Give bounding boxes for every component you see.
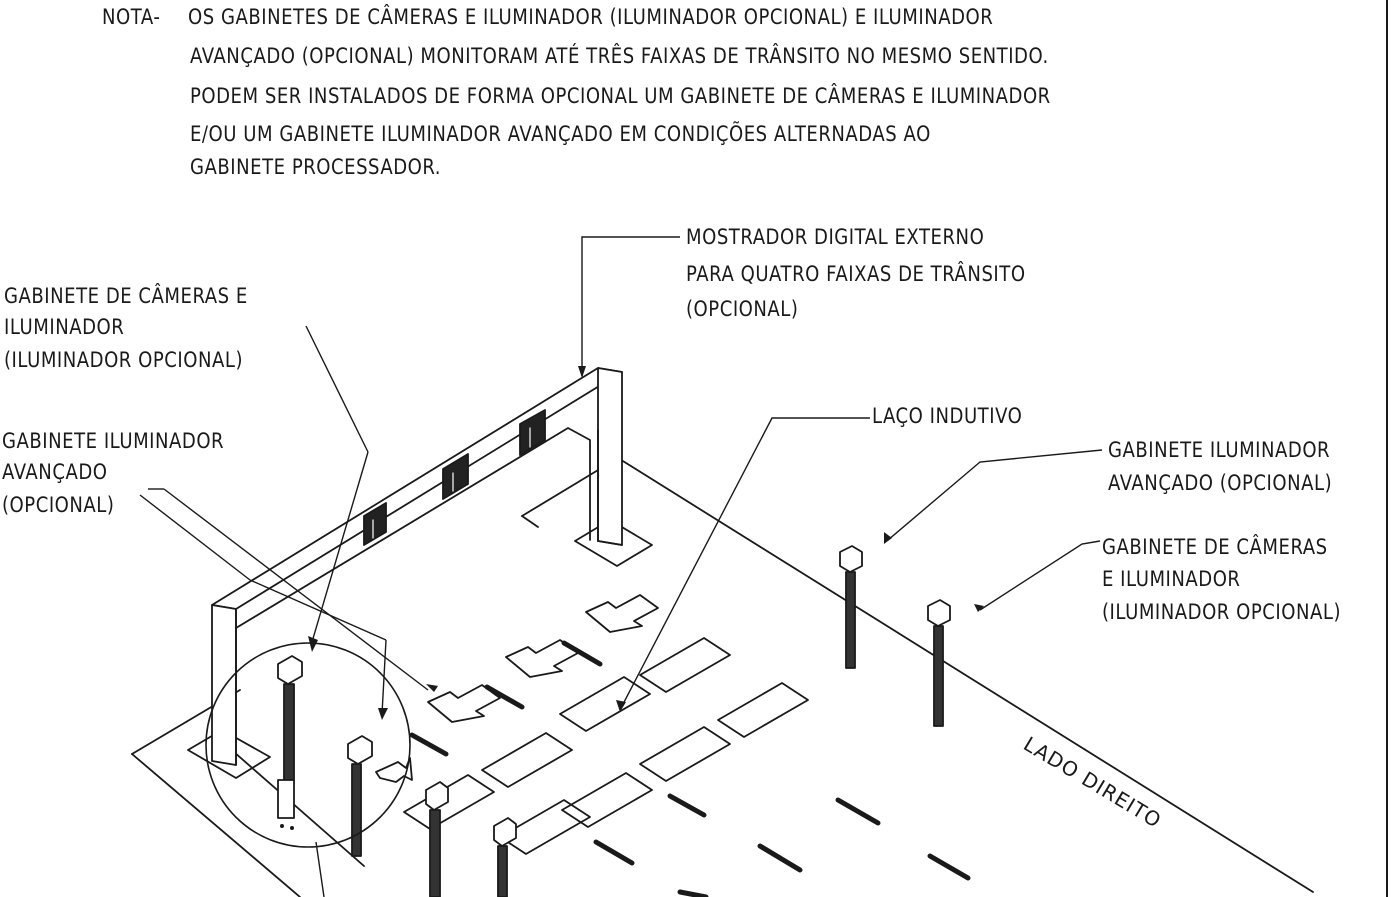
- note-line-4: E/OU UM GABINETE ILUMINADOR AVANÇADO EM …: [190, 122, 931, 146]
- camera-left-label-line-3: (ILUMINADOR OPCIONAL): [4, 348, 244, 372]
- leader-lines: [139, 236, 1103, 897]
- frame-border: [1386, 0, 1388, 897]
- camera-right-label-line-3: (ILUMINADOR OPCIONAL): [1102, 600, 1342, 624]
- loop-label: LAÇO INDUTIVO: [872, 404, 1023, 428]
- detail-circle: [205, 642, 411, 848]
- note-prefix: NOTA-: [102, 5, 161, 29]
- lane-arrows: [375, 594, 659, 783]
- note-line-1: OS GABINETES DE CÂMERAS E ILUMINADOR (IL…: [188, 5, 994, 29]
- illum-left-label-line-1: GABINETE ILUMINADOR: [2, 429, 225, 453]
- note-line-2: AVANÇADO (OPCIONAL) MONITORAM ATÉ TRÊS F…: [190, 44, 1049, 68]
- illum-right-label-line-2: AVANÇADO (OPCIONAL): [1108, 471, 1333, 495]
- road-slab: [131, 457, 1314, 897]
- display-label-line-2: PARA QUATRO FAIXAS DE TRÂNSITO: [686, 262, 1026, 286]
- note-line-3: PODEM SER INSTALADOS DE FORMA OPCIONAL U…: [190, 84, 1051, 108]
- side-label: LADO DIREITO: [1019, 732, 1165, 833]
- note-line-5: GABINETE PROCESSADOR.: [190, 155, 442, 179]
- display-label-line-3: (OPCIONAL): [686, 297, 799, 321]
- camera-poles: [277, 545, 951, 897]
- display-label-line-1: MOSTRADOR DIGITAL EXTERNO: [686, 225, 985, 249]
- camera-right-label-line-1: GABINETE DE CÂMERAS: [1102, 535, 1328, 559]
- digital-display-panels: [363, 409, 546, 546]
- camera-left-label-line-1: GABINETE DE CÂMERAS E: [4, 284, 248, 308]
- illum-left-label-line-3: (OPCIONAL): [2, 493, 115, 517]
- base-plate-left: [187, 729, 271, 779]
- gantry-structure: [211, 367, 623, 766]
- inductive-loops-back: [499, 682, 809, 855]
- camera-left-label-line-2: ILUMINADOR: [4, 315, 125, 339]
- camera-right-label-line-2: E ILUMINADOR: [1102, 567, 1241, 591]
- leader-arrowheads: [308, 366, 984, 720]
- illum-right-label-line-1: GABINETE ILUMINADOR: [1108, 438, 1331, 462]
- illum-left-label-line-2: AVANÇADO: [2, 460, 108, 484]
- lane-dashes: [409, 640, 971, 897]
